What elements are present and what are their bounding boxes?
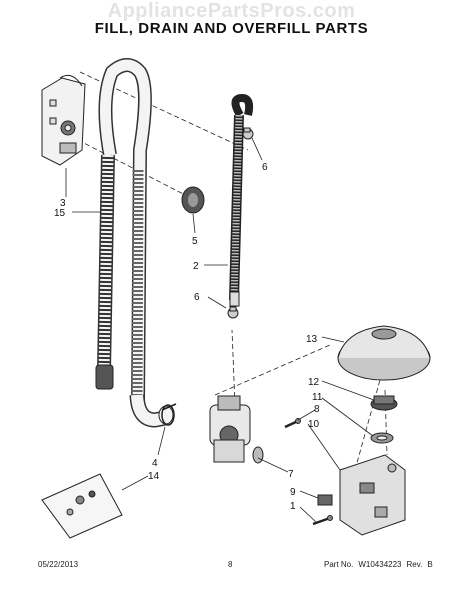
float-cap-part (337, 325, 431, 381)
part-number-value: W10434223 (358, 560, 402, 569)
callout-1: 1 (290, 501, 296, 512)
clamp-part-lower (227, 306, 239, 319)
clamp-part-upper (242, 127, 254, 140)
revision-label: Rev. (406, 560, 423, 569)
callout-4: 4 (152, 458, 158, 469)
drain-hose-part (229, 93, 254, 307)
bracket-part (41, 74, 86, 166)
screw-part-1 (312, 515, 333, 526)
gasket-part (181, 186, 205, 214)
switch-part (317, 494, 333, 506)
page-title: FILL, DRAIN AND OVERFILL PARTS (94, 20, 369, 37)
callout-11: 11 (312, 392, 323, 403)
callout-15: 15 (54, 208, 66, 219)
footer-date: 05/22/2013 (38, 560, 79, 569)
callout-6-lower: 6 (194, 292, 200, 303)
callout-13: 13 (306, 334, 318, 345)
callout-6-upper: 6 (262, 162, 268, 173)
callout-10: 10 (308, 419, 320, 430)
callout-12: 12 (308, 377, 320, 388)
callout-5: 5 (192, 236, 198, 247)
inlet-valve-part (209, 395, 264, 464)
callout-7: 7 (288, 469, 294, 480)
revision-value: B (427, 560, 433, 569)
parts-bag (41, 473, 123, 539)
seal-part (370, 432, 394, 444)
footer-part-info: Part No. W10434223 Rev. B (324, 560, 438, 569)
part-number-label: Part No. (324, 560, 354, 569)
callout-8: 8 (314, 404, 320, 415)
footer-page-number: 8 (228, 560, 233, 569)
watermark-text: AppliancePartsPros.com (107, 0, 356, 22)
callout-3: 3 (60, 198, 66, 209)
float-part (370, 395, 398, 411)
callout-2: 2 (193, 261, 199, 272)
spring-clamp-part (161, 403, 177, 426)
callout-9: 9 (290, 487, 296, 498)
fill-hose-part (95, 58, 174, 428)
callout-labels: 3 15 5 6 2 6 13 12 11 8 10 7 4 14 9 1 (54, 162, 323, 512)
callout-14: 14 (148, 471, 160, 482)
screw-part-8 (284, 418, 301, 429)
leader-lines (65, 137, 375, 523)
overfill-housing-part (339, 454, 406, 536)
